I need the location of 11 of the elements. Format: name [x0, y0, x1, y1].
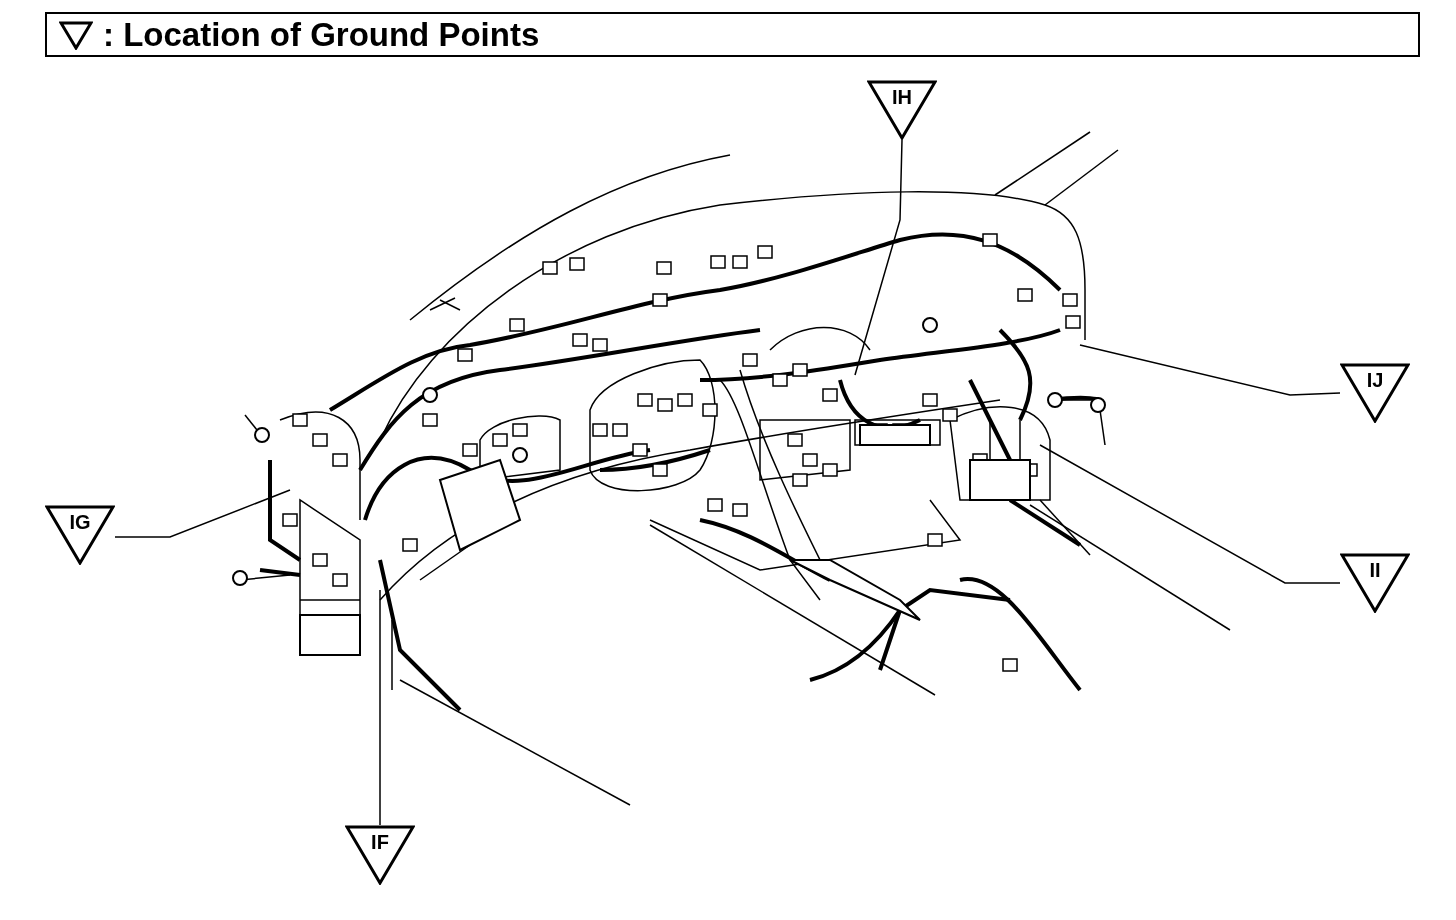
leader-line [379, 589, 381, 826]
leader-line [1079, 344, 1341, 396]
leader-line [854, 139, 903, 376]
title-text: : Location of Ground Points [103, 18, 540, 51]
ground-point-code: IJ [1366, 370, 1384, 390]
leader-line [114, 489, 291, 538]
ground-point-code: IF [371, 832, 389, 852]
ground-point-code: IG [69, 512, 91, 532]
ground-point-code: IH [892, 87, 912, 107]
ground-point-code: II [1369, 560, 1381, 580]
leader-line [1039, 444, 1341, 584]
